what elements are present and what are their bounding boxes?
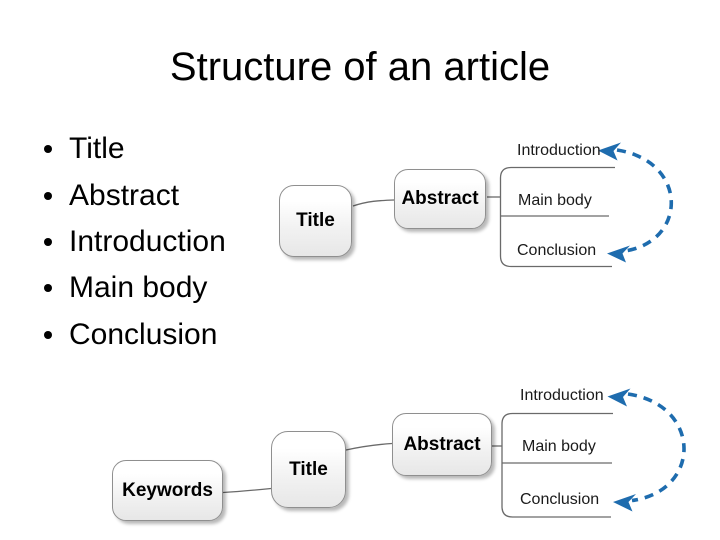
bullet-item-introduction: Introduction: [44, 219, 226, 265]
cycle-dashed-arc-bottom: [627, 392, 686, 503]
bullet-label: Main body: [69, 271, 208, 305]
slide-title: Structure of an article: [169, 45, 551, 89]
branch-label-main-body-top: Main body: [518, 192, 592, 209]
branch-label-main-body-bottom: Main body: [522, 438, 596, 455]
bullet-item-title: Title: [44, 126, 226, 172]
connector-title-abstract-bottom: [345, 442, 393, 451]
node-box-abstract-bottom: Abstract: [392, 413, 492, 476]
bullet-icon: [44, 145, 52, 154]
bullet-icon: [44, 284, 52, 293]
branch-label-introduction-top: Introduction: [517, 142, 601, 159]
node-label: Title: [289, 458, 328, 480]
branch-label-conclusion-bottom: Conclusion: [520, 491, 600, 508]
node-box-abstract-top: Abstract: [394, 169, 486, 229]
bullet-label: Conclusion: [69, 317, 218, 351]
node-label: Title: [296, 210, 335, 231]
branch-label-conclusion-top: Conclusion: [517, 242, 597, 259]
connector-keywords-title: [222, 487, 272, 494]
bullet-label: Introduction: [69, 224, 226, 258]
node-box-keywords: Keywords: [112, 460, 223, 521]
bullet-icon: [44, 191, 52, 200]
arrowhead-icon: [607, 388, 631, 407]
bullet-item-abstract: Abstract: [44, 172, 226, 218]
cycle-dashed-arc-top: [616, 148, 674, 253]
node-box-title-top: Title: [279, 185, 352, 257]
bullet-icon: [44, 237, 52, 246]
bullet-item-main-body: Main body: [44, 265, 226, 311]
bullet-item-conclusion: Conclusion: [44, 312, 226, 358]
arrowhead-icon: [598, 142, 621, 161]
bullet-list: Title Abstract Introduction Main body Co…: [44, 126, 226, 358]
connector-title-abstract-top: [352, 199, 395, 207]
node-label: Abstract: [403, 433, 481, 455]
arrowhead-icon: [613, 494, 636, 512]
bullet-label: Abstract: [69, 178, 180, 212]
bullet-label: Title: [69, 132, 125, 166]
branch-label-introduction-bottom: Introduction: [520, 387, 604, 404]
node-box-title-bottom: Title: [271, 431, 346, 508]
node-label: Keywords: [122, 479, 213, 501]
arrowhead-icon: [607, 245, 630, 263]
node-label: Abstract: [401, 188, 479, 209]
bullet-icon: [44, 330, 52, 339]
